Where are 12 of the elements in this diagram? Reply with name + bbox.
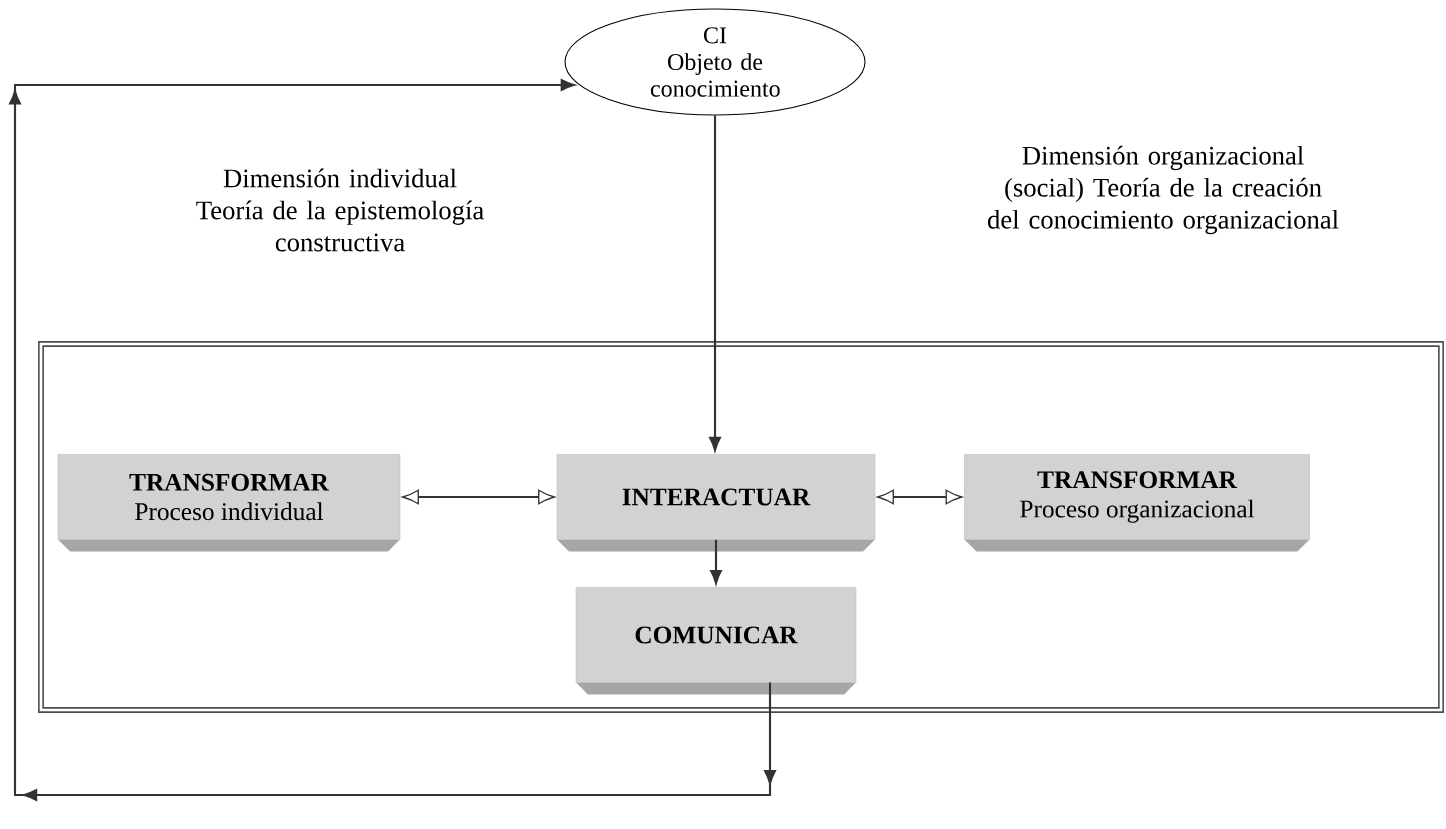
process-box: COMUNICAR xyxy=(575,587,857,695)
process-box: TRANSFORMAR Proceso organizacional xyxy=(964,454,1310,552)
arrow xyxy=(402,489,555,505)
frame xyxy=(38,341,1444,713)
dimension-label: Dimensión individual Teoría de la epistemología constructiva xyxy=(196,168,484,252)
arrow xyxy=(710,539,722,585)
dimension-label: Dimensión organizacional (social) Teoría de la creación del conocimiento organizacional xyxy=(988,145,1339,235)
process-box: INTERACTUAR xyxy=(556,454,876,552)
arrow xyxy=(709,115,721,451)
arrow xyxy=(877,489,963,505)
process-box: TRANSFORMAR Proceso individual xyxy=(57,454,401,552)
arrow xyxy=(9,79,776,801)
